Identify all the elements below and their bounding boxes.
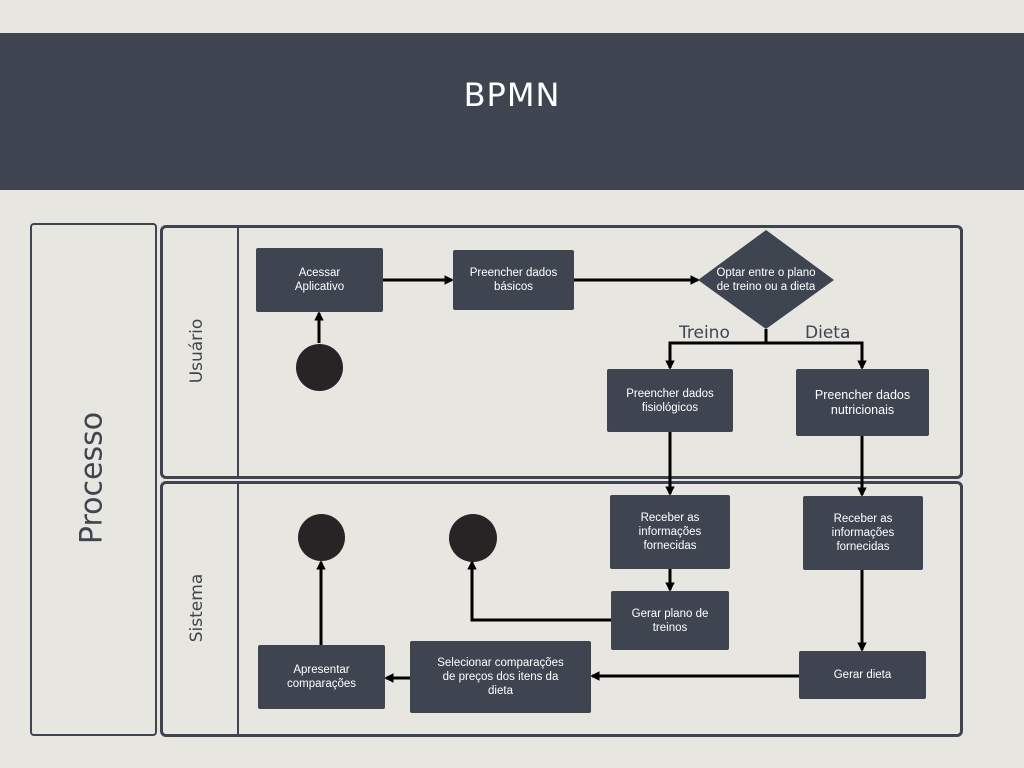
lane-sistema (160, 481, 963, 737)
flow-gen-training-to-end (467, 560, 611, 622)
lane-divider (237, 228, 239, 476)
task-acessar-aplicativo: Acessar Aplicativo (256, 248, 383, 312)
pool-label-box (30, 223, 157, 736)
gateway-label: Optar entre o plano de treino ou a dieta (716, 267, 816, 293)
task-selecionar-comparacoes: Selecionar comparações de preços dos ite… (410, 641, 591, 713)
gateway-diamond (698, 230, 834, 329)
task-receber-informacoes-dieta: Receber as informações fornecidas (803, 496, 923, 570)
page-title: BPMN (463, 76, 561, 114)
task-apresentar-comparacoes: Apresentar comparações (258, 645, 385, 709)
lane-divider (237, 484, 239, 734)
header-bar (0, 33, 1024, 190)
flow-gateway-to-nutri (766, 341, 867, 370)
task-preencher-dados-basicos: Preencher dados básicos (453, 250, 574, 310)
task-gerar-dieta: Gerar dieta (799, 651, 926, 699)
edge-label-treino: Treino (679, 323, 730, 343)
task-receber-informacoes-treino: Receber as informações fornecidas (610, 495, 730, 569)
edge-label-dieta: Dieta (805, 323, 851, 343)
start-event (296, 344, 343, 391)
end-event-comparisons (298, 514, 345, 561)
flow-gateway-to-physio (665, 341, 766, 370)
lane-usuario (160, 225, 963, 479)
task-gerar-plano-treinos: Gerar plano de treinos (611, 591, 729, 650)
end-event-training (449, 514, 497, 562)
task-preencher-dados-nutricionais: Preencher dados nutricionais (796, 369, 929, 436)
task-preencher-dados-fisiologicos: Preencher dados fisiológicos (607, 369, 733, 432)
